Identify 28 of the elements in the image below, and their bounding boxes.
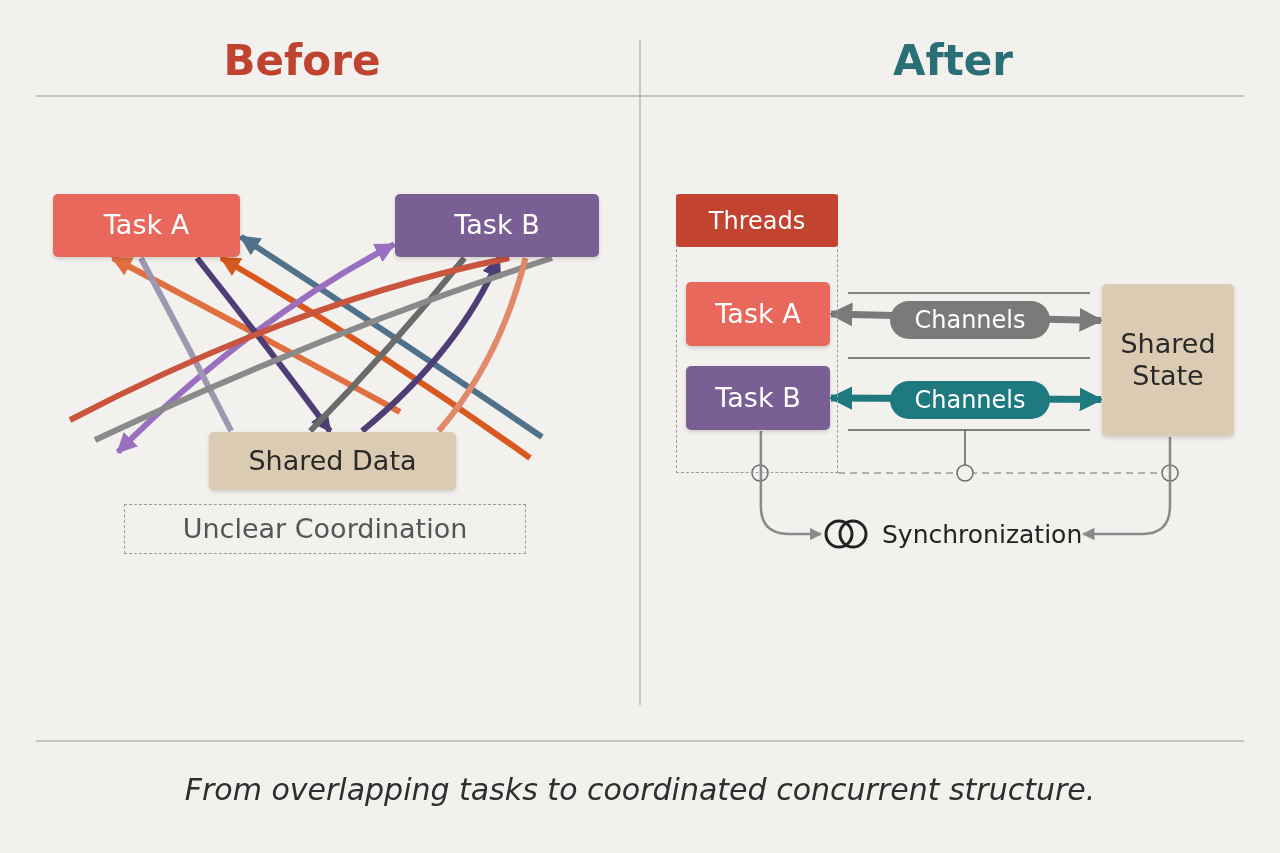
- sync-label: Synchronization: [882, 519, 1083, 549]
- task-box: Task A: [53, 194, 240, 257]
- arrow: [219, 255, 532, 461]
- caption: From overlapping tasks to coordinated concurrent structure.: [183, 772, 1097, 807]
- arrow: [239, 234, 544, 440]
- edge-label: Channels: [890, 381, 1050, 419]
- panel-heading: After: [891, 36, 1015, 85]
- task-box: Task A: [686, 282, 830, 346]
- task-box: Task B: [686, 366, 830, 430]
- edge-label: Channels: [890, 301, 1050, 339]
- state-box: Shared State: [1102, 284, 1234, 436]
- data-box: Shared Data: [209, 432, 456, 490]
- arrow: [759, 431, 823, 541]
- arrow: [111, 255, 402, 415]
- connector-line: [138, 256, 234, 433]
- thread-group: [676, 194, 838, 473]
- connector-line: [436, 257, 529, 433]
- connector-line: [68, 255, 510, 423]
- task-box: Task B: [395, 194, 599, 257]
- arrow: [360, 256, 502, 434]
- panel-heading: Before: [222, 36, 382, 85]
- arrow: [194, 256, 333, 433]
- connector-line: [308, 256, 467, 434]
- group-title: Threads: [676, 194, 838, 247]
- arrow: [1082, 437, 1172, 541]
- arrow: [115, 241, 396, 455]
- connector-line: [93, 255, 554, 443]
- note-box: Unclear Coordination: [124, 504, 526, 554]
